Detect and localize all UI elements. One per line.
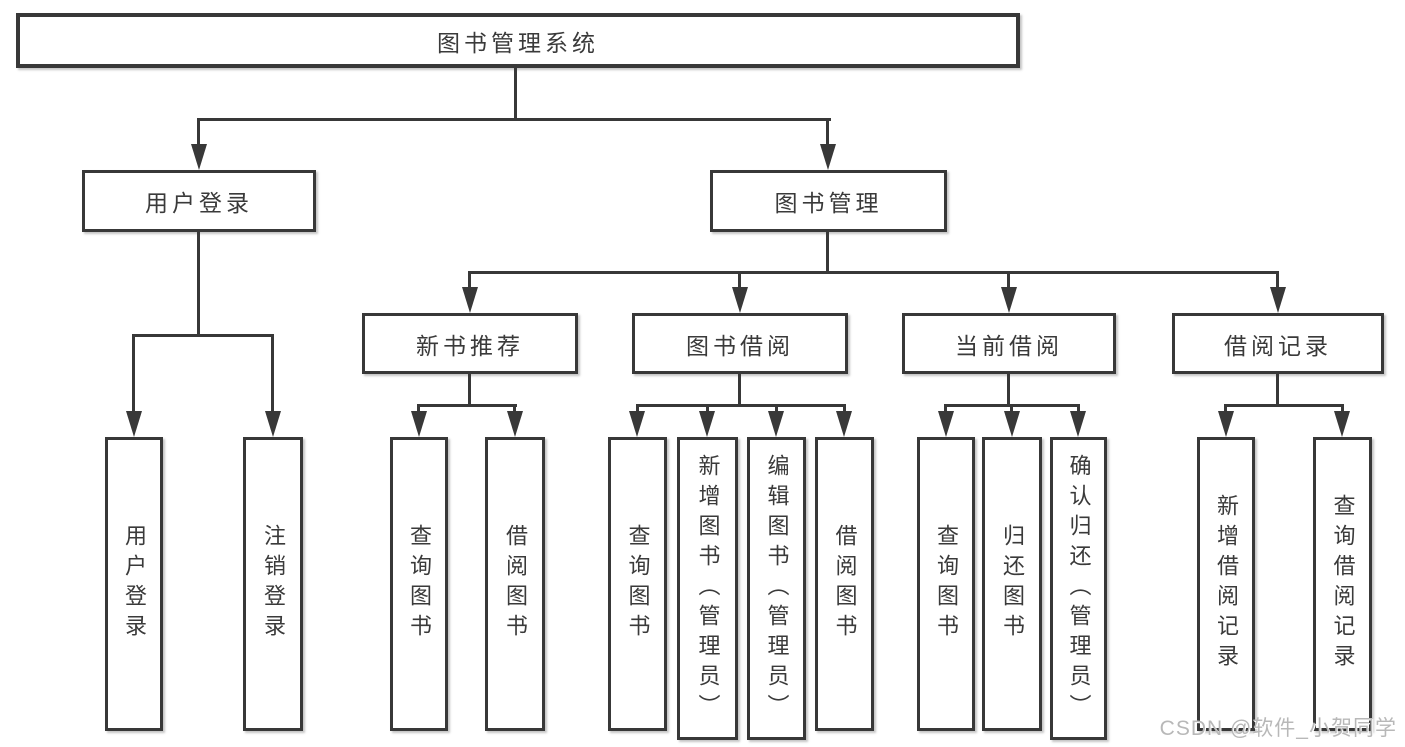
connector-stem [1224,404,1227,416]
connector-user-login-rail [132,334,274,337]
leaf-rec-borrow-books-label: 借阅图书 [503,524,528,644]
node-book-management-label: 图书管理 [774,190,883,216]
arrow-down-icon [629,411,645,437]
connector-stem [513,404,516,416]
arrow-down-icon [699,411,715,437]
connector-level2-rail [468,271,1278,274]
arrow-down-icon [1334,411,1350,437]
arrow-down-icon [462,287,478,313]
node-current-borrow: 当前借阅 [902,313,1116,374]
leaf-borrow-query-books-label: 查询图书 [625,524,651,644]
leaf-rec-borrow-books: 借阅图书 [485,437,545,731]
leaf-return-book-label: 归还图书 [1000,524,1025,644]
leaf-logout-label: 注销登录 [261,524,286,644]
leaf-current-query-books: 查询图书 [917,437,975,731]
leaf-confirm-return-admin: 确认归还（管理员） [1050,437,1107,740]
connector-stem [468,271,471,291]
connector-stem [944,404,947,416]
leaf-borrow-query-books: 查询图书 [608,437,667,731]
connector-stem [738,271,741,291]
leaf-confirm-return-admin-label: 确认归还（管理员） [1066,453,1092,724]
connector-stem [843,404,846,416]
leaf-user-login: 用户登录 [105,437,163,731]
connector-new-rec-rail [417,404,517,407]
leaf-query-borrow-record-label: 查询借阅记录 [1330,494,1356,674]
node-root: 图书管理系统 [16,13,1020,68]
connector-book-mgmt-stem [826,232,829,274]
arrow-down-icon [768,411,784,437]
leaf-current-query-books-label: 查询图书 [934,524,959,644]
leaf-rec-query-books-label: 查询图书 [407,524,432,644]
connector-stem [636,404,639,416]
node-new-book-recommend: 新书推荐 [362,313,578,374]
connector-current-stem [1007,374,1010,407]
connector-stem [775,404,778,416]
connector-stem [1010,404,1013,416]
connector-records-stem [1276,374,1279,407]
arrow-down-icon [938,411,954,437]
connector-stem [1077,404,1080,416]
connector-stem [1007,271,1010,291]
leaf-edit-book-admin-label: 编辑图书（管理员） [764,453,790,724]
connector-stem [1341,404,1344,416]
node-book-management: 图书管理 [710,170,947,232]
leaf-borrow-book-label: 借阅图书 [832,524,858,644]
connector-root-stem [514,68,517,121]
leaf-add-book-admin: 新增图书（管理员） [677,437,738,740]
node-root-label: 图书管理系统 [437,29,599,56]
node-book-borrow-label: 图书借阅 [686,332,794,359]
watermark: CSDN @软件_小贺同学 [1159,717,1397,740]
node-new-book-recommend-label: 新书推荐 [416,332,524,359]
node-borrow-records-label: 借阅记录 [1224,332,1332,359]
arrow-down-icon [1270,287,1286,313]
node-user-login-label: 用户登录 [145,190,253,216]
arrow-down-icon [126,411,142,437]
connector-stem [132,334,135,416]
arrow-down-icon [836,411,852,437]
leaf-borrow-book: 借阅图书 [815,437,874,731]
connector-level1-rail [198,118,831,121]
connector-book-borrow-rail [636,404,846,407]
connector-stem [197,118,200,148]
arrow-down-icon [1218,411,1234,437]
leaf-query-borrow-record: 查询借阅记录 [1313,437,1372,731]
connector-stem [826,118,829,148]
leaf-add-borrow-record: 新增借阅记录 [1197,437,1255,731]
arrow-down-icon [1070,411,1086,437]
arrow-down-icon [265,411,281,437]
connector-stem [1276,271,1279,291]
connector-stem [417,404,420,416]
node-user-login: 用户登录 [82,170,316,232]
leaf-add-book-admin-label: 新增图书（管理员） [695,453,721,724]
connector-stem [706,404,709,416]
arrow-down-icon [732,287,748,313]
leaf-return-book: 归还图书 [982,437,1042,731]
connector-records-rail [1224,404,1344,407]
arrow-down-icon [507,411,523,437]
node-book-borrow: 图书借阅 [632,313,848,374]
node-borrow-records: 借阅记录 [1172,313,1384,374]
leaf-edit-book-admin: 编辑图书（管理员） [747,437,806,740]
arrow-down-icon [191,144,207,170]
node-current-borrow-label: 当前借阅 [955,332,1063,359]
connector-user-login-stem [197,232,200,337]
connector-new-rec-stem [468,374,471,407]
leaf-user-login-label: 用户登录 [122,524,147,644]
leaf-logout: 注销登录 [243,437,303,731]
leaf-rec-query-books: 查询图书 [390,437,448,731]
arrow-down-icon [1001,287,1017,313]
arrow-down-icon [411,411,427,437]
arrow-down-icon [820,144,836,170]
arrow-down-icon [1004,411,1020,437]
connector-book-borrow-stem [738,374,741,407]
leaf-add-borrow-record-label: 新增借阅记录 [1214,494,1239,674]
connector-stem [271,334,274,416]
